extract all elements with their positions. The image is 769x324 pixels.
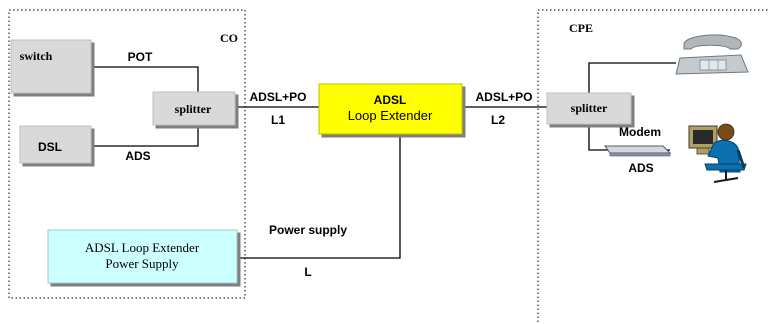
wires xyxy=(93,62,676,259)
dsl-label: DSL xyxy=(38,140,62,154)
computer-user-icon xyxy=(688,123,747,183)
cpe-zone-title: CPE xyxy=(569,21,593,35)
modem-icon xyxy=(604,145,672,157)
pot-label: POT xyxy=(128,50,153,64)
adsl-po-left-label: ADSL+PO xyxy=(249,90,306,104)
co-splitter-box: splitter xyxy=(152,91,236,126)
l2-label: L2 xyxy=(491,113,505,127)
phone-wire xyxy=(588,62,676,96)
l1-label: L1 xyxy=(271,113,285,127)
pot-wire xyxy=(93,66,199,92)
adsl-po-right-label: ADSL+PO xyxy=(475,90,532,104)
cpe-splitter-box: splitter xyxy=(546,92,632,125)
loop-extender-box: ADSL Loop Extender xyxy=(318,83,463,135)
switch-box: switch xyxy=(10,39,92,94)
ads-co-label: ADS xyxy=(125,149,150,163)
cpe-splitter-label: splitter xyxy=(571,101,608,115)
loop-extender-title: ADSL xyxy=(374,93,407,107)
switch-label: switch xyxy=(20,49,53,63)
l-label: L xyxy=(304,265,311,279)
co-splitter-label: splitter xyxy=(175,102,212,116)
power-supply-line1: ADSL Loop Extender xyxy=(85,240,200,255)
telephone-icon xyxy=(675,34,749,75)
power-supply-box: ADSL Loop Extender Power Supply xyxy=(47,229,238,284)
modem-label: Modem xyxy=(619,125,661,139)
dsl-box: DSL xyxy=(19,125,92,164)
co-zone xyxy=(8,9,246,299)
ads-cpe-label: ADS xyxy=(628,161,653,175)
co-zone-title: CO xyxy=(220,31,238,45)
ads-co-wire xyxy=(93,124,199,147)
cpe-zone xyxy=(537,9,769,324)
loop-extender-subtitle: Loop Extender xyxy=(348,108,433,123)
power-wire xyxy=(237,134,401,259)
power-supply-label: Power supply xyxy=(269,223,347,237)
power-supply-line2: Power Supply xyxy=(105,256,179,271)
